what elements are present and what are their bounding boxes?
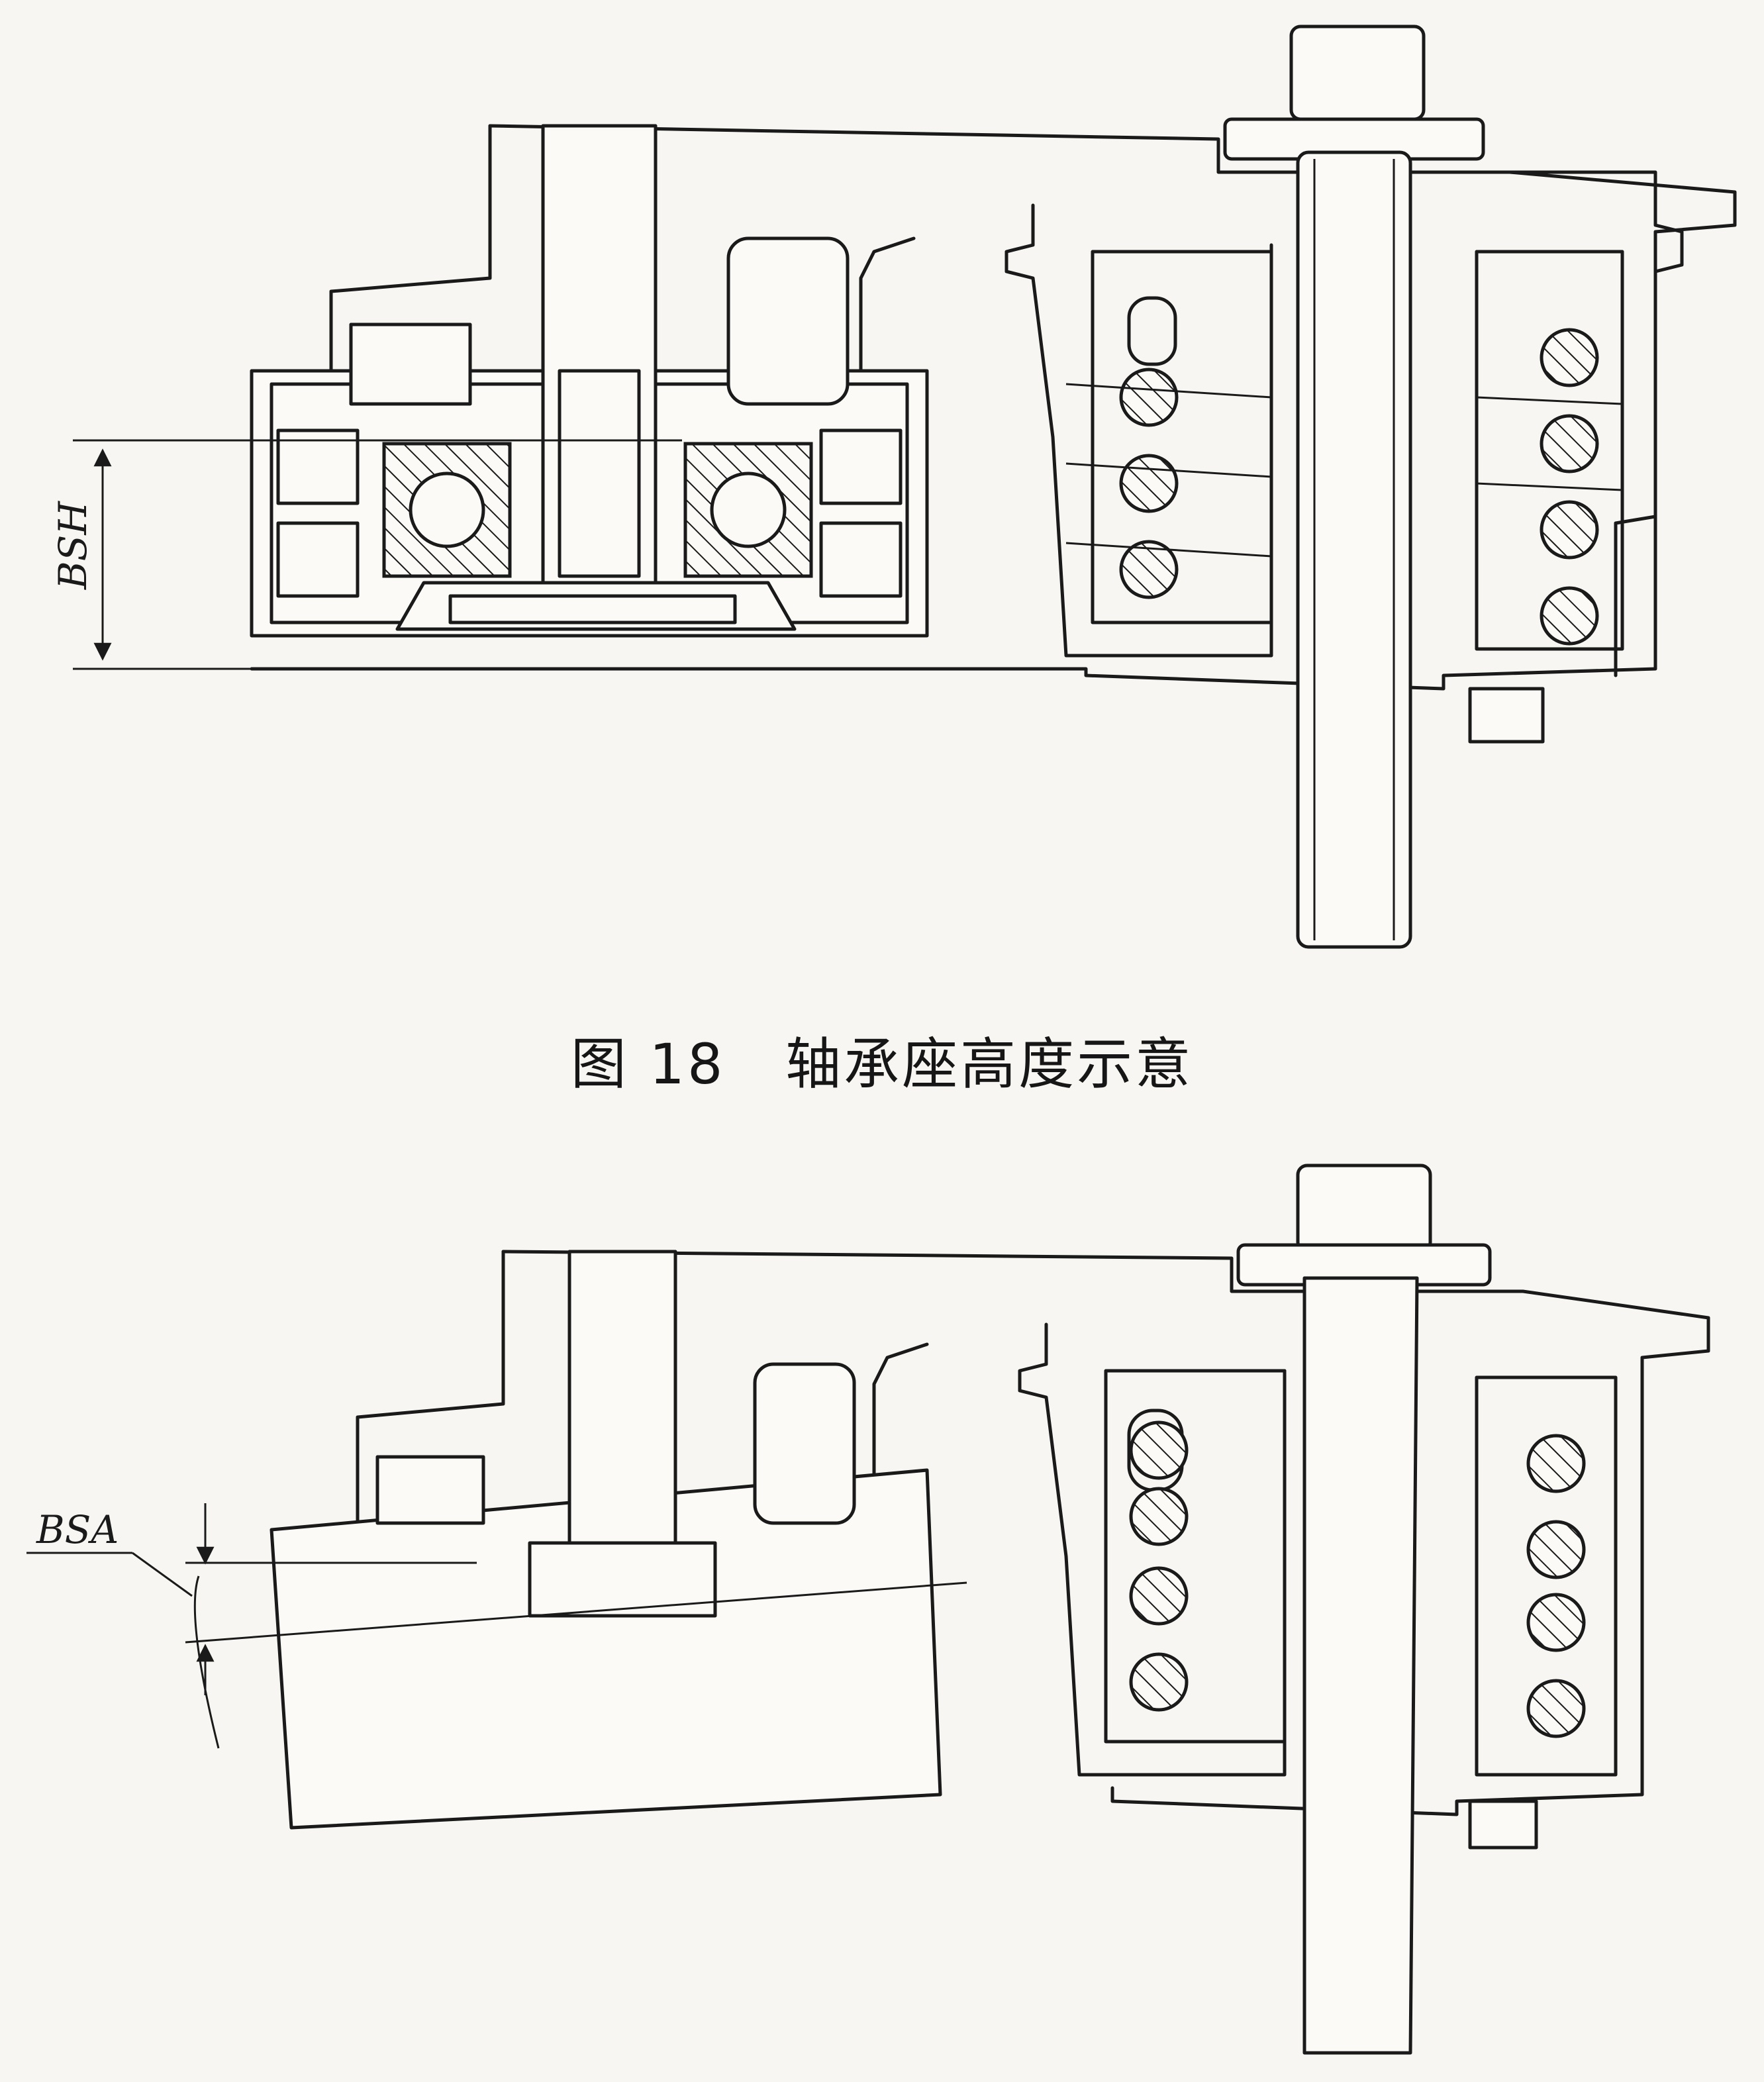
housing-neck bbox=[846, 236, 916, 379]
top-assembly: BSH bbox=[50, 25, 1737, 949]
bsa-label: BSA bbox=[36, 1507, 119, 1552]
bsh-label: BSH bbox=[50, 501, 95, 590]
housing-step bbox=[329, 124, 492, 373]
figure-title: 轴承座高度示意 bbox=[785, 1032, 1194, 1097]
bolt bbox=[1223, 25, 1545, 949]
bottom-left-spring-coils bbox=[1129, 1420, 1189, 1712]
housing-outline bbox=[250, 124, 1737, 691]
figure-number: 图 18 bbox=[570, 1032, 726, 1097]
left-spring-coils bbox=[1119, 368, 1179, 599]
bottom-assembly: BSA bbox=[26, 1164, 1710, 2055]
bsh-dimension: BSH bbox=[50, 439, 1086, 670]
bottom-right-spring-coils bbox=[1526, 1434, 1586, 1738]
bsa-dimension: BSA bbox=[26, 1503, 220, 1749]
right-bearing bbox=[683, 442, 813, 578]
left-bearing bbox=[382, 442, 512, 578]
right-spring-coils bbox=[1540, 328, 1599, 646]
shaft-column bbox=[541, 124, 658, 585]
tilted-bearing-block bbox=[270, 1468, 942, 1830]
figure-caption: 图 18 轴承座高度示意 bbox=[0, 1020, 1764, 1100]
